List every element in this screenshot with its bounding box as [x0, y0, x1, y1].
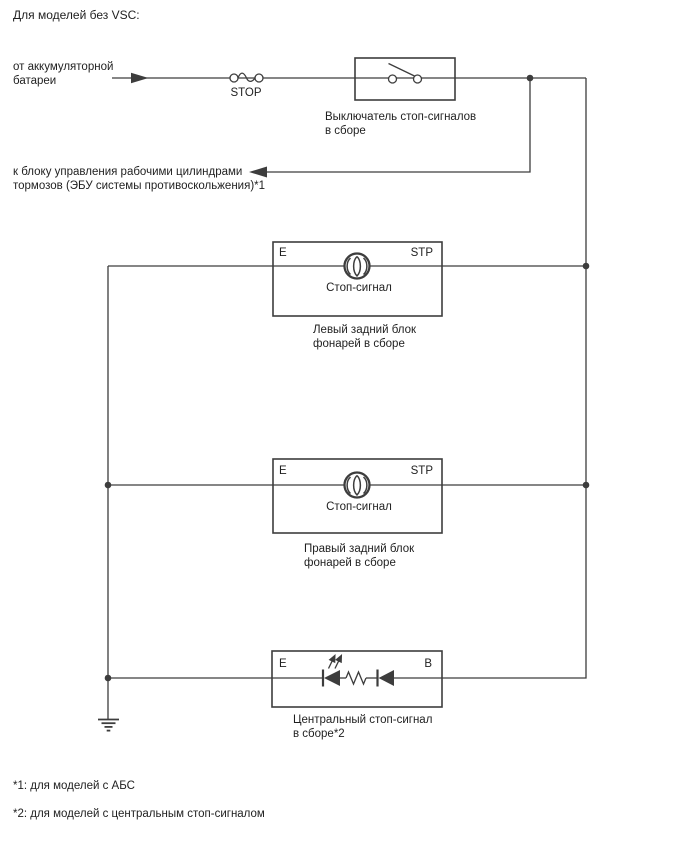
- right-lamp-name-line2: фонарей в сборе: [304, 557, 396, 569]
- led-arrow-head: [328, 654, 336, 664]
- footnote-1: *1: для моделей с АБС: [13, 780, 135, 792]
- fuse-terminal-left: [229, 73, 239, 83]
- led-arrow-icon: [334, 654, 343, 669]
- bulb-filament: [346, 255, 368, 278]
- right-bus-wire: [442, 78, 587, 679]
- center-lamp-name-line1: Центральный стоп-сигнал: [293, 714, 432, 726]
- resistor-element: [345, 670, 367, 686]
- junction-dot: [582, 481, 590, 489]
- stop-switch-label-line1: Выключатель стоп-сигналов: [325, 111, 476, 123]
- left-lamp-name-line1: Левый задний блок: [313, 324, 417, 336]
- ground-icon: [98, 718, 119, 732]
- battery-flow-arrow-icon: [131, 72, 149, 84]
- switch-terminal-right: [412, 74, 423, 84]
- bulb-outline: [343, 252, 371, 280]
- left-lamp-terminal-stp: STP: [411, 247, 434, 259]
- battery-source-label-line1: от аккумуляторной: [13, 61, 113, 73]
- stop-switch-label-line2: в сборе: [325, 125, 366, 137]
- abs-branch-arrow-icon: [249, 166, 267, 178]
- left-lamp-bulb-label: Стоп-сигнал: [326, 282, 392, 294]
- center-stop-lamp-box: [271, 650, 443, 708]
- abs-branch-label-line2: тормозов (ЭБУ системы противоскольжения)…: [13, 180, 265, 192]
- bulb-icon: [343, 471, 371, 499]
- solid-layer: [104, 72, 590, 686]
- center-lamp-name-line2: в сборе*2: [293, 728, 345, 740]
- junction-dot: [104, 481, 112, 489]
- abs-branch-wire: [266, 78, 531, 173]
- led-arrow-head: [335, 654, 343, 664]
- stop-switch-box: [354, 57, 456, 101]
- battery-source-label-line2: батареи: [13, 75, 56, 87]
- center-lamp-terminal-b: B: [424, 658, 432, 670]
- right-rear-lamp-box: [272, 458, 443, 534]
- fuse-label: STOP: [230, 87, 261, 99]
- right-lamp-name-line1: Правый задний блок: [304, 543, 415, 555]
- junction-dot: [582, 262, 590, 270]
- junction-dot: [526, 74, 534, 82]
- led-diode-triangle-right: [378, 670, 394, 686]
- wire-layer: [98, 57, 587, 732]
- switch-blade: [388, 62, 416, 78]
- led-arrow-icon: [327, 654, 336, 669]
- center-lamp-terminal-e: E: [279, 658, 287, 670]
- left-lamp-name-line2: фонарей в сборе: [313, 338, 405, 350]
- junction-dot: [104, 674, 112, 682]
- left-lamp-terminal-e: E: [279, 247, 287, 259]
- left-rear-lamp-box: [272, 241, 443, 317]
- bulb-outline: [343, 471, 371, 499]
- fuse-element: [237, 72, 256, 83]
- switch-terminal-left: [387, 74, 398, 84]
- bulb-icon: [343, 252, 371, 280]
- right-lamp-bulb-label: Стоп-сигнал: [326, 501, 392, 513]
- right-lamp-terminal-e: E: [279, 465, 287, 477]
- bulb-filament: [346, 474, 368, 497]
- fuse-terminal-right: [254, 73, 264, 83]
- footnote-2: *2: для моделей с центральным стоп-сигна…: [13, 808, 265, 820]
- right-lamp-terminal-stp: STP: [411, 465, 434, 477]
- abs-branch-label-line1: к блоку управления рабочими цилиндрами: [13, 166, 242, 178]
- led-diode-triangle-left: [324, 670, 340, 686]
- text-layer: Для моделей без VSC: от аккумуляторной б…: [13, 8, 476, 820]
- diagram-title: Для моделей без VSC:: [13, 8, 140, 22]
